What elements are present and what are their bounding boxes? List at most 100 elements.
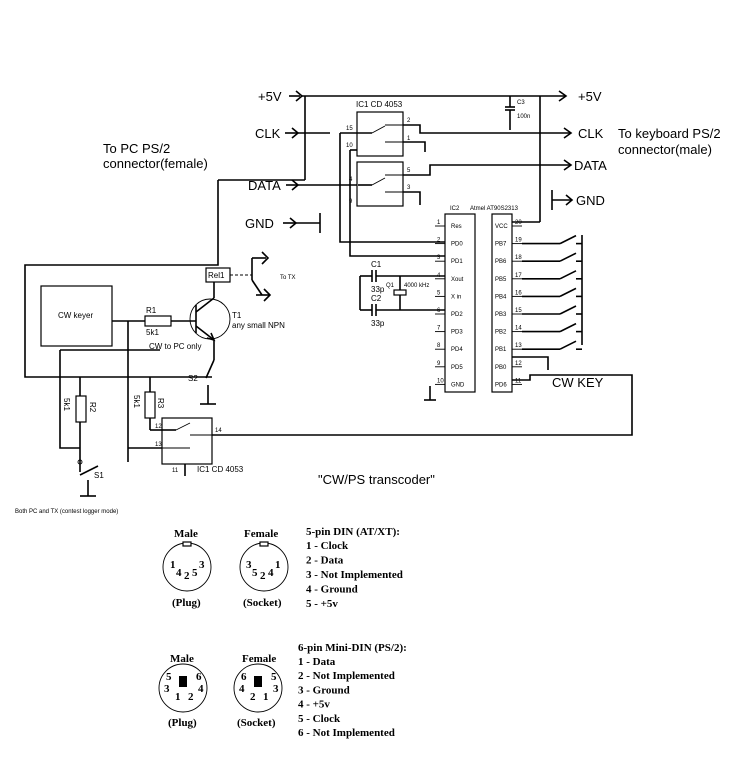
- ic2-left-pin-name: PD1: [451, 259, 463, 265]
- din5-female-title: Female: [244, 528, 278, 540]
- ic2-left-pin-num: 10: [437, 378, 444, 384]
- ic1-bottom-pin-11: 11: [172, 468, 179, 474]
- kb-title-line1: To keyboard PS/2: [618, 126, 721, 141]
- kb-data-label: DATA: [574, 158, 607, 173]
- ic1-bottom-label: IC1 CD 4053: [197, 465, 244, 474]
- din5-female-sub: (Socket): [243, 597, 282, 609]
- t1-label: T1: [232, 311, 242, 320]
- din5-male-sub: (Plug): [172, 597, 201, 609]
- ic2-right-pin-num: 19: [515, 238, 522, 244]
- mini6-female-title: Female: [242, 653, 276, 665]
- mini6-female-pin-1: 1: [263, 691, 269, 703]
- ic2-left-pin-num: 6: [437, 308, 441, 314]
- cw-keyer-label: CW keyer: [58, 311, 93, 320]
- r3-label: R3: [156, 398, 165, 409]
- ic2-right-pin-name: PB1: [495, 347, 507, 353]
- cw-key-label: CW KEY: [552, 375, 604, 390]
- crystal-value: 4000 kHz: [404, 283, 429, 289]
- ic2-left-pin-name: PD5: [451, 365, 463, 371]
- oscillator: C1 33p C2 33p Q1 4000 kHz: [359, 260, 445, 328]
- r3-value: 5k1: [132, 395, 141, 408]
- both-pc-tx-label: Both PC and TX (contest logger mode): [15, 509, 118, 515]
- ic1-top: IC1 CD 4053 15 10 2 1 4 9 5 3: [339, 100, 570, 257]
- ic2-right-pin-name: PB2: [495, 330, 507, 336]
- ic2-right-pin-num: 12: [515, 361, 522, 367]
- c1-label: C1: [371, 260, 382, 269]
- key-switches: [522, 234, 583, 351]
- mini6-female-sub: (Socket): [237, 717, 276, 729]
- ic2-left-pin-num: 9: [437, 361, 441, 367]
- ic2-right-pin-num: 20: [515, 220, 522, 226]
- pc-data-label: DATA: [248, 178, 281, 193]
- cw-key-line: CW KEY: [212, 356, 633, 436]
- ic2-right-pin-num: 18: [515, 255, 522, 261]
- mini6-female-pin-3: 3: [273, 683, 279, 695]
- din5-male-pin-2: 2: [184, 570, 190, 582]
- ic2-left-pin-name: PD3: [451, 330, 463, 336]
- mini6-female-pin-2: 2: [250, 691, 256, 703]
- din5-male-pin-4: 4: [176, 567, 182, 579]
- din5-female-pin-2: 2: [260, 570, 266, 582]
- ic1-top-pin-9: 9: [349, 199, 353, 205]
- pc-gnd-label: GND: [245, 216, 274, 231]
- mini6-male-pin-6: 6: [196, 671, 202, 683]
- ic2-left-pin-name: Xout: [451, 277, 464, 283]
- ic1-top-pin-10: 10: [346, 143, 353, 149]
- vcc-left-label: +5V: [258, 89, 282, 104]
- r1-value: 5k1: [146, 328, 159, 337]
- ic1-bottom-pin-14: 14: [215, 428, 222, 434]
- din5-male-pin-1: 1: [170, 559, 176, 571]
- ic2-left-pin-name: PD2: [451, 312, 463, 318]
- mini6-pin-list-item: 1 - Data: [298, 656, 336, 668]
- ic2-left-pin-num: 2: [437, 238, 441, 244]
- r2-label: R2: [88, 402, 97, 413]
- mini6-pin-list-item: 3 - Ground: [298, 684, 350, 696]
- ic2-right-pin-num: 15: [515, 308, 522, 314]
- power-rail: +5V +5V C3 100n: [258, 89, 602, 180]
- ic2-right-pin-num: 13: [515, 343, 522, 349]
- mini6-pin-list-item: 5 - Clock: [298, 713, 341, 725]
- mini6-female-pin-4: 4: [239, 683, 245, 695]
- din5-male-pin-3: 3: [199, 559, 205, 571]
- left-circuit: CW keyer R1 5k1 T1 any small NPN Rel1 To…: [15, 179, 305, 515]
- to-tx-label: To TX: [280, 275, 296, 281]
- din5-female-pin-5: 5: [252, 567, 258, 579]
- din5-pin-list-item: 3 - Not Implemented: [306, 569, 403, 581]
- mini6-connectors: Male 5 6 3 4 1 2 (Plug) Female 6 5 4 3 2…: [158, 642, 407, 739]
- s1-label: S1: [94, 471, 104, 480]
- s2-label: S2: [188, 374, 198, 383]
- diagram-caption: "CW/PS transcoder": [318, 472, 435, 487]
- ic2-left-pin-name: X in: [451, 294, 461, 300]
- din5-connectors: Male 1 4 2 5 3 (Plug) Female 3 5 2 4 1 (…: [162, 526, 403, 610]
- mini6-male-sub: (Plug): [168, 717, 197, 729]
- mini6-pin-list-item: 4 - +5v: [298, 699, 330, 711]
- ic1-bottom: 12 13 11 14 IC1 CD 4053: [155, 417, 244, 476]
- pc-side: To PC PS/2 connector(female) CLK DATA GN…: [103, 126, 358, 233]
- ic2-left-pin-num: 7: [437, 326, 441, 332]
- mini6-male-pin-5: 5: [166, 671, 172, 683]
- ic2-right-pin-num: 11: [515, 378, 522, 384]
- ic1-top-pin-1: 1: [407, 136, 411, 142]
- ic1-top-label: IC1 CD 4053: [356, 100, 403, 109]
- pc-title-line2: connector(female): [103, 156, 208, 171]
- ic2-left-pin-name: PD4: [451, 347, 463, 353]
- ic2-right-pin-num: 14: [515, 326, 522, 332]
- ic2-left-pin-num: 8: [437, 343, 441, 349]
- ic2-left-pin-num: 5: [437, 290, 441, 296]
- din5-pin-list-item: 5 - +5v: [306, 598, 338, 610]
- ic2-left-pin-name: GND: [451, 382, 465, 388]
- vcc-right-label: +5V: [578, 89, 602, 104]
- ic1-top-pin-2: 2: [407, 118, 411, 124]
- din5-pin-list-item: 2 - Data: [306, 555, 344, 567]
- ic1-top-pin-3: 3: [407, 185, 411, 191]
- mini6-male-title: Male: [170, 653, 194, 665]
- rel1-label: Rel1: [208, 271, 225, 280]
- mini6-female-pin-5: 5: [271, 671, 277, 683]
- ic2-left-pin-name: PD0: [451, 242, 463, 248]
- din5-female-pin-4: 4: [268, 567, 274, 579]
- ic1-bottom-pin-12: 12: [155, 424, 162, 430]
